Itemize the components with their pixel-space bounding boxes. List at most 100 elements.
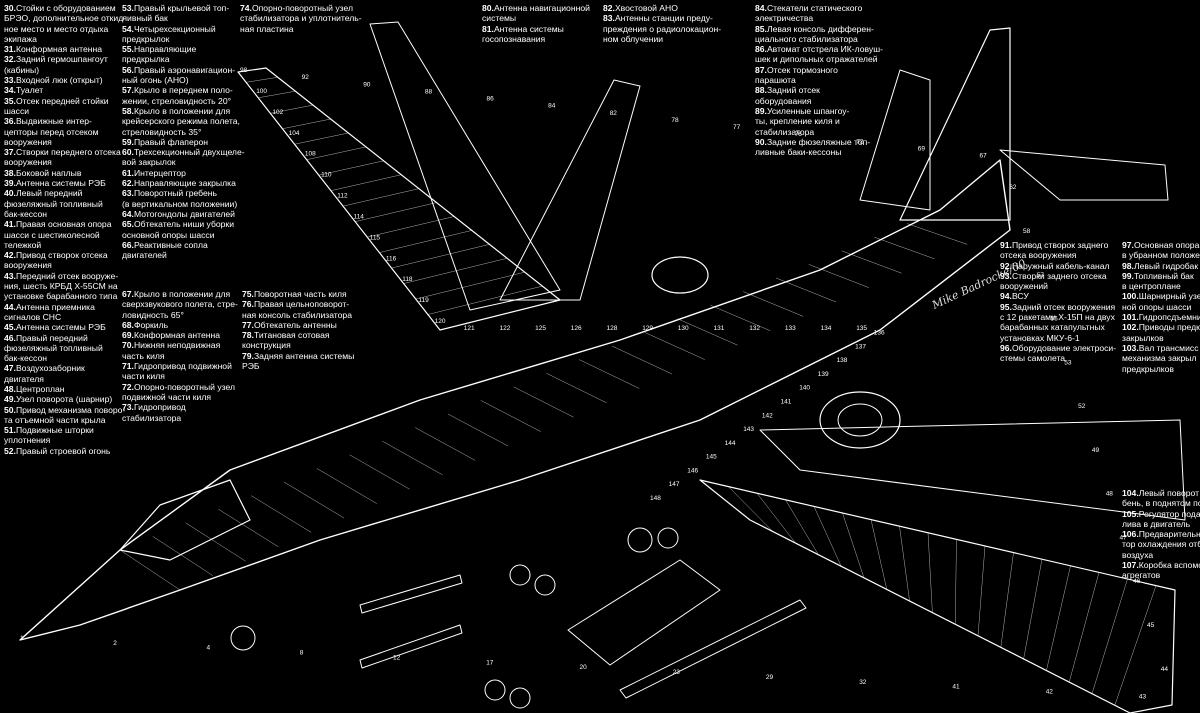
structure-rib [907, 223, 968, 245]
legend-item: цепторы перед отсеком [4, 127, 116, 137]
legend-item-text: Узел поворота (шарнир) [15, 394, 113, 405]
legend-item-text: Приводы предк [1138, 322, 1200, 333]
rotary-launcher-detail [567, 559, 721, 666]
legend-item: 38.Боковой наплыв [4, 168, 116, 178]
legend-item-text: вооружений [1000, 281, 1048, 292]
legend-item: ливные баки-кессоны [755, 147, 880, 157]
legend-item-number: 75. [242, 289, 254, 299]
callout-number: 45 [1147, 622, 1155, 629]
legend-item: 66.Реактивные сопла [122, 240, 232, 250]
legend-item-text: Гидропривод подвижной [133, 361, 232, 372]
legend-item: конструкция [242, 340, 362, 350]
legend-item-text: вооружения [4, 157, 52, 168]
legend-item: 58.Крыло в положении для [122, 106, 232, 116]
legend-item-text: ловидность 65° [122, 309, 184, 320]
callout-number: 76 [795, 131, 803, 138]
legend-item-number: 32. [4, 54, 16, 65]
legend-item: 85.Левая консоль дифферен- [755, 24, 880, 34]
legend-item-text: фюзеляжный топливный [4, 342, 103, 353]
legend-item: 33.Входной люк (открыт) [4, 75, 116, 85]
legend-item: установках МКУ-6-1 [1000, 333, 1118, 343]
legend-item-text: экипажа [4, 33, 37, 44]
legend-item: 53.Правый крыльевой топ- [122, 3, 232, 13]
structure-rib [415, 271, 525, 300]
legend-item-text: механизма закрыл [1122, 353, 1197, 364]
legend-item-text: предкрылков [1122, 363, 1174, 374]
legend-item-text: Титановая сотовая [253, 330, 330, 341]
right-stabilizer [859, 69, 931, 211]
legend-item-text: двигателя [4, 373, 44, 384]
callout-number: 23 [673, 669, 681, 676]
legend-item: 86.Автомат отстрела ИК-ловуш- [755, 44, 883, 55]
callout-number: 49 [1092, 447, 1100, 454]
legend-item: 36.Выдвижные интер- [4, 116, 116, 126]
legend-item-number: 65. [122, 219, 134, 230]
legend-item: 61.Интерцептор [122, 168, 232, 178]
legend-item: шек и дипольных отражателей [755, 54, 880, 64]
structure-rib [841, 250, 902, 274]
legend-item-text: Топливный бак [1133, 270, 1194, 281]
legend-item: двигателей [122, 250, 232, 260]
legend-item-text: Привод створок заднего [1011, 240, 1109, 250]
structure-rib [611, 345, 673, 375]
callout-number: 12 [393, 655, 401, 662]
callout-number: 100 [256, 88, 267, 95]
legend-item: с 12 ракетами Х-15П на двух [1000, 312, 1118, 322]
legend-item: 49.Узел поворота (шарнир) [4, 394, 116, 404]
legend-item: ная пластина [240, 24, 360, 34]
legend-item: 81.Антенна системы [482, 24, 592, 34]
callout-number: 2 [113, 640, 117, 647]
legend-item-number: 74. [240, 3, 252, 13]
legend-item-text: бень, в поднятом по [1122, 498, 1200, 509]
callout-number: 146 [687, 467, 698, 474]
legend-item-number: 105. [1122, 508, 1139, 519]
legend-item: в убранном положен [1122, 250, 1200, 260]
legend-item-number: 68. [122, 319, 134, 330]
structure-rib [579, 359, 640, 389]
callout-number: 142 [762, 412, 773, 419]
legend-item-text: госопознавания [482, 33, 546, 44]
legend-item-number: 84. [755, 3, 767, 13]
legend-item-text: Правый передний [15, 332, 88, 343]
structure-rib [330, 174, 402, 191]
legend-item-text: Трехсекционный двухщеле- [133, 147, 245, 158]
legend-item: ной опоры шасси [1122, 302, 1200, 312]
callout-number: 144 [725, 440, 736, 447]
structure-rib [251, 495, 312, 533]
callout-number: 8 [300, 650, 304, 657]
structure-rib [306, 146, 367, 160]
legend-item-number: 78. [242, 330, 254, 341]
callout-number: 130 [678, 325, 689, 332]
legend-item: сверхзвукового полета, стре- [122, 299, 238, 309]
legend-item-number: 97. [1122, 240, 1134, 250]
legend-item: 64.Мотогондолы двигателей [122, 208, 235, 219]
callout-number: 82 [610, 110, 618, 117]
legend-item-number: 60. [122, 147, 134, 158]
engine-nacelle [651, 256, 709, 294]
callout-number: 1 [20, 635, 24, 642]
legend-item-text: подвижной части киля [122, 391, 211, 402]
callout-number: 52 [1078, 403, 1086, 410]
callout-number: 104 [289, 130, 300, 137]
legend-item-number: 49. [4, 394, 16, 405]
legend-item: экипажа [4, 34, 116, 44]
legend-item-number: 76. [242, 299, 254, 310]
structure-rib [294, 132, 349, 145]
engine-nozzle [837, 403, 883, 437]
legend-item: 107.Коробка вспомо [1122, 560, 1200, 570]
legend-item-number: 64. [122, 208, 134, 219]
legend-item-text: Створки переднего отсека [15, 147, 121, 158]
structure-rib [728, 486, 773, 532]
legend-item: (в вертикальном положении) [122, 199, 237, 209]
legend-item-text: двигателей [122, 250, 167, 261]
callout-number: 69 [918, 146, 926, 153]
legend-item-text: части киля [122, 371, 165, 382]
legend-item-text: Автомат отстрела ИК-ловуш- [766, 44, 883, 55]
legend-item-text: Антенна навигационной [493, 3, 590, 13]
callout-number: 147 [669, 481, 680, 488]
legend-item-text: цепторы перед отсеком [4, 126, 99, 137]
callout-number: 126 [571, 325, 582, 332]
left-stabilizer [999, 149, 1169, 201]
